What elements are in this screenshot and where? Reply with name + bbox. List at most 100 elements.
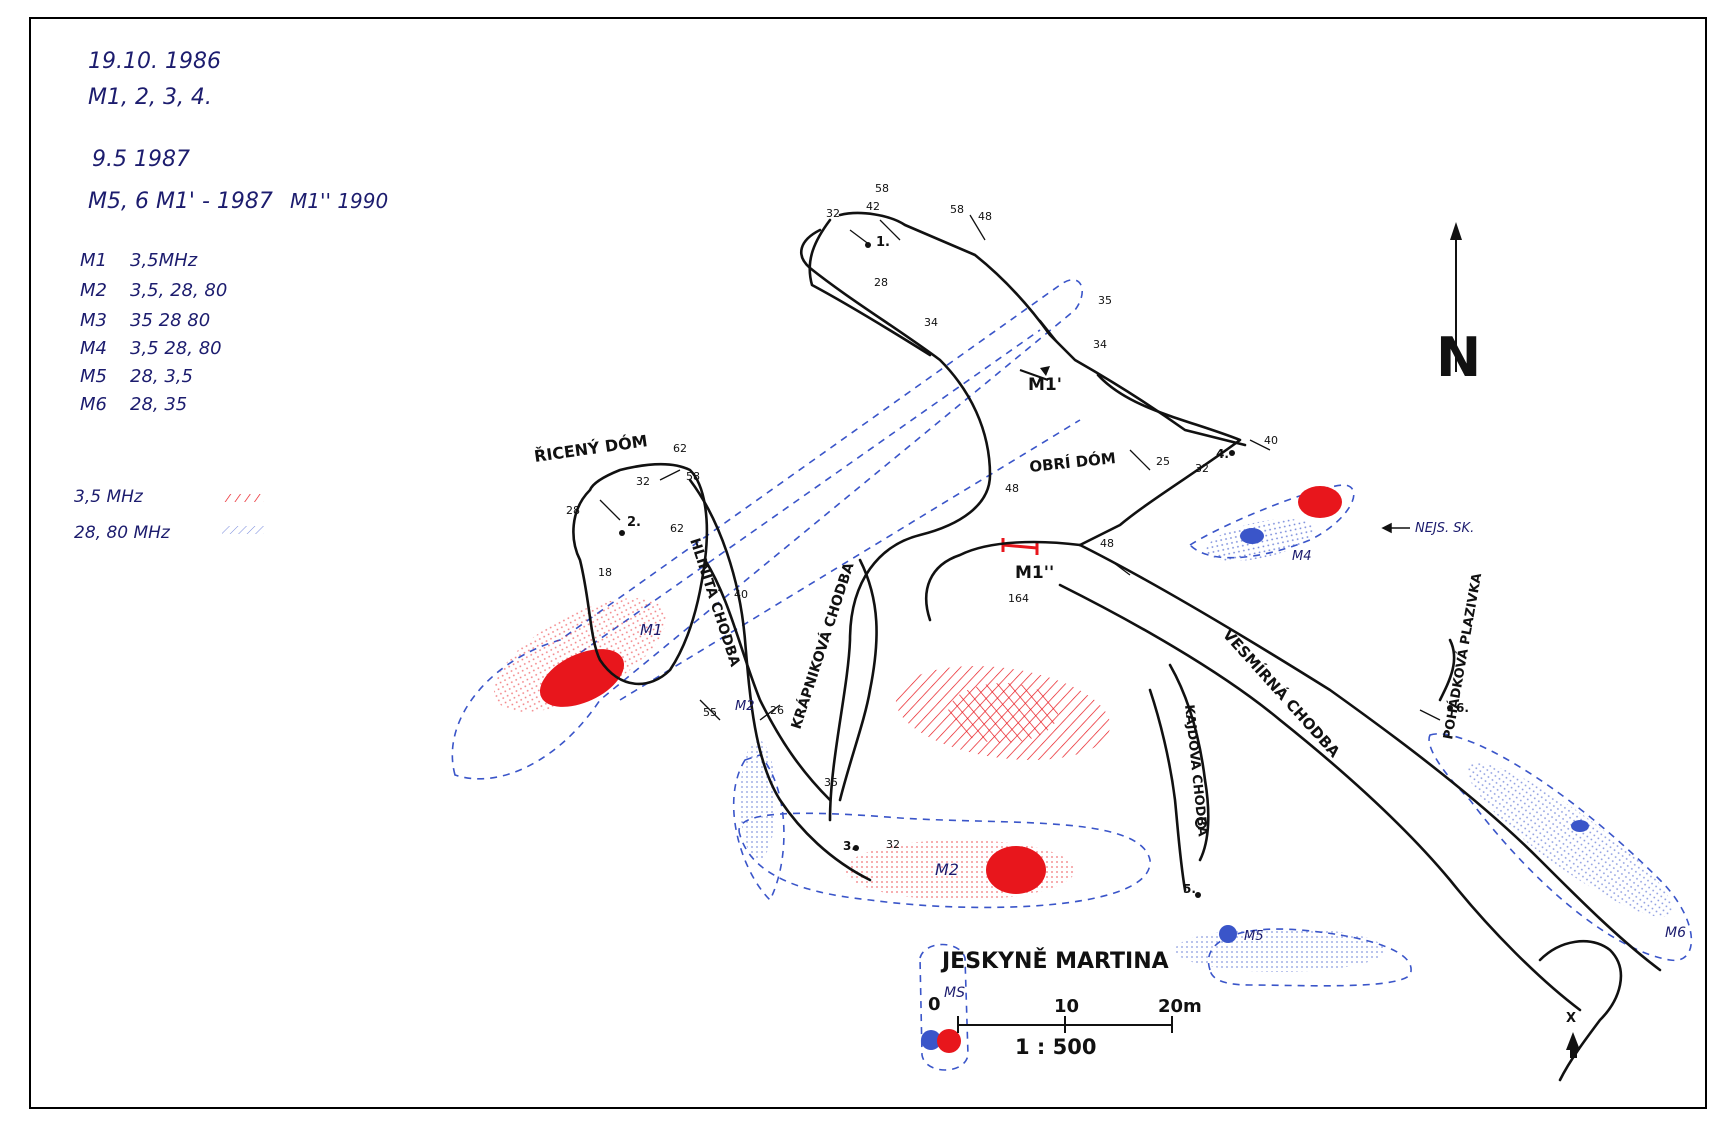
signal-max-m4-red bbox=[1298, 486, 1342, 518]
frequency-list: M1 3,5MHz M2 3,5, 28, 80 M3 35 28 80 M4 … bbox=[80, 250, 227, 415]
envelope-m2 bbox=[738, 812, 1151, 909]
depth-label: 34 bbox=[924, 316, 938, 329]
depth-label: 25 bbox=[1156, 455, 1170, 468]
label-pohadkova-plazivka: POHÁDKOVÁ PLAZIVKA bbox=[1440, 572, 1485, 741]
label-hlinita-chodba: HLINITÁ CHODBA bbox=[686, 536, 744, 669]
station-label-m6: M6 bbox=[1665, 925, 1686, 941]
depth-label: 58 bbox=[875, 182, 889, 195]
signal-max-m4 bbox=[1240, 528, 1264, 544]
label-vesmirna-chodba: VESMÍRNÁ CHODBA bbox=[1219, 625, 1344, 761]
signal-max-m6 bbox=[1571, 820, 1589, 832]
survey-points: 1. 2. 3. 4. 5. 6. X bbox=[619, 235, 1580, 1058]
depth-label: 35 bbox=[1098, 294, 1112, 307]
cave-south-east-end bbox=[1538, 939, 1623, 1082]
north-symbol: N bbox=[1436, 326, 1481, 389]
label-kajdova-chodba: KAJDOVA CHODBA bbox=[1181, 704, 1210, 837]
arrow-nejs-sk bbox=[1381, 522, 1410, 534]
svg-text:3.: 3. bbox=[843, 839, 856, 853]
freq-value-m6: 28, 35 bbox=[130, 394, 187, 415]
blue-field-m2-shaft bbox=[740, 740, 776, 860]
point-2: 2. bbox=[619, 515, 641, 536]
point-4: 4. bbox=[1216, 447, 1235, 461]
freq-value-m5: 28, 3,5 bbox=[130, 366, 193, 387]
legend: 3,5 MHz 28, 80 MHz bbox=[74, 487, 264, 543]
scale-ratio: 1 : 500 bbox=[1015, 1035, 1096, 1059]
scale-tick-10: 10 bbox=[1054, 996, 1079, 1017]
depth-label: 32 bbox=[826, 207, 840, 220]
riceny-dom-outline bbox=[572, 462, 709, 686]
point-5: 5. bbox=[1183, 882, 1201, 898]
signal-max-m5 bbox=[1219, 925, 1237, 943]
signal-max-ms-red bbox=[937, 1029, 961, 1053]
note-date-2: 9.5 1987 bbox=[92, 147, 190, 172]
station-label-m2-shaft: M2 bbox=[735, 699, 755, 714]
depth-label: 48 bbox=[978, 210, 992, 223]
station-label-m5: M5 bbox=[1244, 929, 1264, 944]
svg-text:2.: 2. bbox=[627, 515, 641, 530]
depth-label: 35 bbox=[824, 776, 838, 789]
label-riceny-dom: ŘICENÝ DÓM bbox=[533, 431, 649, 466]
legend-swatch-red bbox=[222, 494, 264, 502]
station-m1p-marker bbox=[1019, 366, 1050, 381]
svg-text:4.: 4. bbox=[1216, 447, 1229, 461]
map-title: JESKYNĚ MARTINA bbox=[940, 948, 1169, 974]
sheet-border bbox=[29, 17, 1707, 1109]
krapnikova-chodba-west bbox=[838, 558, 878, 802]
station-m1pp-marker bbox=[1001, 538, 1039, 555]
point-1: 1. bbox=[865, 235, 890, 250]
junction-wall bbox=[925, 540, 1082, 622]
station-label-m1: M1 bbox=[640, 621, 663, 639]
depth-label: 42 bbox=[866, 200, 880, 213]
cave-outline bbox=[572, 211, 1662, 1082]
note-line-1: M1, 2, 3, 4. bbox=[88, 85, 212, 110]
depth-label: 48 bbox=[1005, 482, 1019, 495]
envelope-m6 bbox=[1428, 733, 1693, 962]
vesmirna-chodba-north bbox=[1078, 543, 1662, 972]
freq-value-m1: 3,5MHz bbox=[130, 250, 198, 271]
station-label-m2: M2 bbox=[935, 860, 959, 879]
envelope-m4 bbox=[1188, 484, 1355, 559]
freq-value-m4: 3,5 28, 80 bbox=[130, 338, 222, 359]
depth-label: 18 bbox=[598, 566, 612, 579]
freq-id-m2: M2 bbox=[80, 280, 107, 301]
notes-block: 19.10. 1986 M1, 2, 3, 4. 9.5 1987 M5, 6 … bbox=[74, 49, 388, 543]
depth-label: 62 bbox=[673, 442, 687, 455]
depth-label: 34 bbox=[1093, 338, 1107, 351]
hlinita-chodba-wall bbox=[688, 478, 872, 882]
station-label-m4: M4 bbox=[1292, 549, 1312, 564]
obri-dom-outline bbox=[1078, 373, 1242, 547]
red-fields bbox=[494, 486, 1342, 1053]
depth-label: 40 bbox=[734, 588, 748, 601]
red-hatch-area-b bbox=[948, 683, 1058, 743]
envelope-m1 bbox=[451, 279, 1084, 780]
point-3: 3. bbox=[843, 839, 859, 853]
passage-west-wall bbox=[800, 228, 992, 822]
signal-max-m2 bbox=[986, 846, 1046, 894]
north-arrow: N bbox=[1436, 222, 1481, 389]
passage-north-inner bbox=[808, 218, 932, 357]
freq-id-m5: M5 bbox=[80, 366, 107, 387]
envelope-ms bbox=[919, 943, 969, 1071]
station-labels: M1 M2 M2 M4 M5 M6 MS M1' M1'' bbox=[640, 375, 1686, 1001]
legend-label-red: 3,5 MHz bbox=[74, 487, 144, 507]
station-label-m1pp: M1'' bbox=[1015, 563, 1054, 583]
label-nejs-sk: NEJS. SK. bbox=[1415, 521, 1474, 536]
pohadkova-plazivka bbox=[1438, 638, 1456, 702]
svg-text:5.: 5. bbox=[1183, 882, 1196, 896]
freq-id-m1: M1 bbox=[80, 250, 107, 271]
depth-label: 32 bbox=[1195, 462, 1209, 475]
blue-field-m6 bbox=[1467, 763, 1673, 917]
depth-label: 55 bbox=[703, 706, 717, 719]
legend-swatch-blue bbox=[222, 526, 264, 534]
survey-ticks bbox=[599, 214, 1441, 721]
depth-labels: 32 42 58 58 48 28 34 35 34 40 25 32 48 3… bbox=[566, 182, 1278, 851]
freq-id-m4: M4 bbox=[80, 338, 107, 359]
note-line-2a: M5, 6 M1' - 1987 bbox=[88, 189, 273, 214]
label-obri-dom: OBRÍ DÓM bbox=[1028, 448, 1116, 476]
hlinita-chodba-inner bbox=[703, 558, 832, 802]
depth-label: 62 bbox=[670, 522, 684, 535]
kajdova-chodba-west bbox=[1148, 688, 1187, 892]
depth-label: 26 bbox=[770, 704, 784, 717]
